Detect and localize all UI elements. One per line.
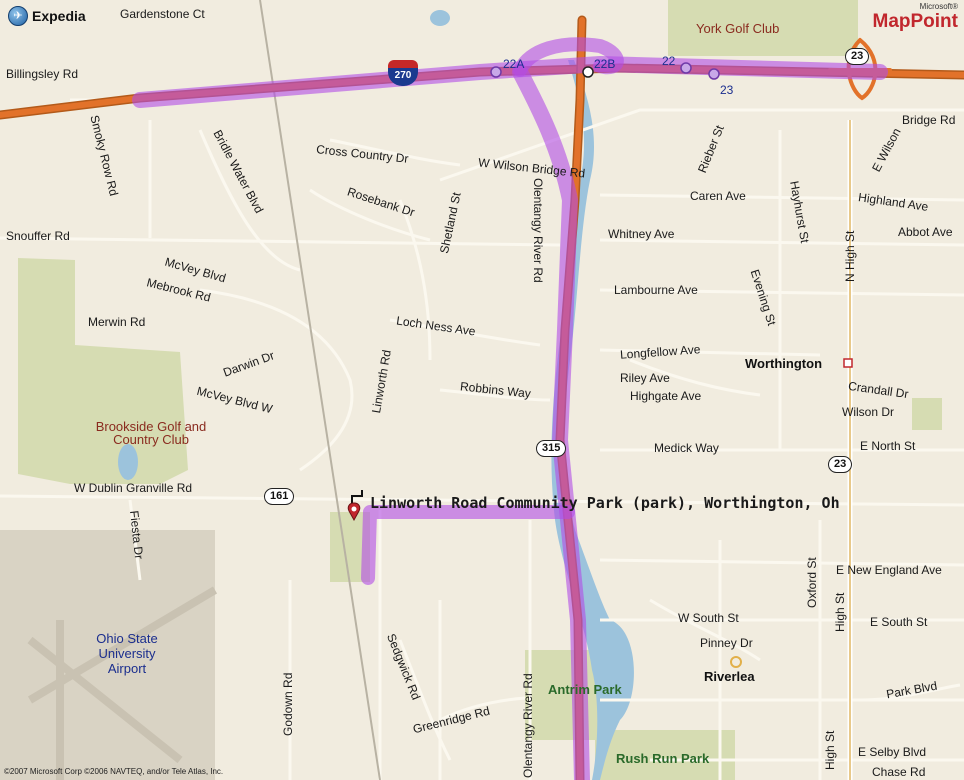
mappoint-logo[interactable]: Microsoft® MapPoint	[873, 2, 959, 33]
street-high-st-south: High St	[823, 730, 837, 770]
street-merwin: Merwin Rd	[88, 315, 146, 329]
street-gardenstone: Gardenstone Ct	[120, 7, 205, 21]
destination-label: Linworth Road Community Park (park), Wor…	[370, 494, 840, 512]
street-e-selby: E Selby Blvd	[858, 745, 927, 759]
street-wilson-dr: Wilson Dr	[842, 405, 895, 419]
street-oxford: Oxford St	[805, 557, 819, 608]
copyright-text: ©2007 Microsoft Corp ©2006 NAVTEQ, and/o…	[4, 767, 224, 776]
exit-23-marker	[708, 68, 720, 80]
street-olentangy-north: Olentangy River Rd	[531, 178, 545, 283]
local-streets	[0, 98, 964, 780]
rush-run-park-label: Rush Run Park	[616, 751, 710, 766]
street-medick: Medick Way	[654, 441, 719, 455]
street-billingsley: Billingsley Rd	[6, 67, 79, 81]
sr315-shield: 315	[536, 440, 567, 457]
brookside-label: Brookside Golf and Country Club	[95, 419, 207, 447]
expedia-logo[interactable]: ✈ Expedia	[8, 6, 86, 26]
expedia-globe-icon: ✈	[8, 6, 28, 26]
street-e-new-england: E New England Ave	[836, 563, 942, 577]
rail-line	[259, 0, 381, 780]
street-caren: Caren Ave	[690, 189, 746, 203]
rush-run-park-area	[595, 730, 735, 780]
street-high-st: High St	[833, 592, 847, 632]
osu-airport-label: Ohio State University Airport	[96, 631, 158, 676]
microsoft-label: Microsoft®	[919, 2, 958, 11]
street-olentangy-south: Olentangy River Rd	[521, 673, 535, 778]
york-golf-label: York Golf Club	[696, 21, 780, 36]
street-riley: Riley Ave	[620, 371, 670, 385]
street-pinney: Pinney Dr	[700, 636, 753, 650]
pond-brookside	[118, 444, 138, 480]
exit-22a-marker	[490, 66, 502, 78]
brookside-golf-area	[18, 258, 188, 484]
riverlea-marker	[730, 656, 742, 668]
street-lambourne: Lambourne Ave	[614, 283, 698, 297]
exit-22b-marker	[582, 66, 594, 78]
worthington-marker	[843, 358, 853, 368]
small-park-area	[912, 398, 942, 430]
expedia-logo-text: Expedia	[32, 8, 86, 24]
exit-22-label: 22	[662, 54, 676, 68]
street-whitney: Whitney Ave	[608, 227, 675, 241]
street-w-dublin-granville: W Dublin Granville Rd	[74, 481, 193, 495]
exit-22-marker	[680, 62, 692, 74]
driving-route	[132, 37, 888, 780]
riverlea-label: Riverlea	[704, 669, 755, 684]
worthington-label: Worthington	[745, 356, 823, 371]
exit-23-label: 23	[720, 83, 734, 97]
us23-shield-south: 23	[828, 456, 853, 473]
exit-22a-label: 22A	[503, 57, 525, 71]
street-highgate: Highgate Ave	[630, 389, 702, 403]
street-w-south: W South St	[678, 611, 739, 625]
sr161-shield: 161	[264, 488, 295, 505]
street-godown: Godown Rd	[281, 672, 295, 736]
antrim-park-label: Antrim Park	[548, 682, 622, 697]
exit-22b-label: 22B	[594, 57, 616, 71]
york-golf-area	[668, 0, 858, 56]
i270-shield-icon: 270	[388, 60, 418, 86]
us23-shield-north: 23	[845, 48, 870, 65]
street-e-south: E South St	[870, 615, 928, 629]
airport-runways	[27, 586, 218, 780]
street-e-north: E North St	[860, 439, 916, 453]
street-abbot: Abbot Ave	[898, 225, 953, 239]
destination-pin-icon[interactable]	[345, 502, 363, 522]
street-chase: Chase Rd	[872, 765, 926, 779]
olentangy-river	[551, 60, 634, 780]
street-bridge-rd: Bridge Rd	[902, 113, 956, 127]
street-snouffer: Snouffer Rd	[6, 229, 70, 243]
pond-north	[430, 10, 450, 26]
street-n-high: N High St	[843, 230, 857, 282]
mappoint-label: MapPoint	[872, 11, 959, 32]
destination-flag	[351, 490, 363, 508]
